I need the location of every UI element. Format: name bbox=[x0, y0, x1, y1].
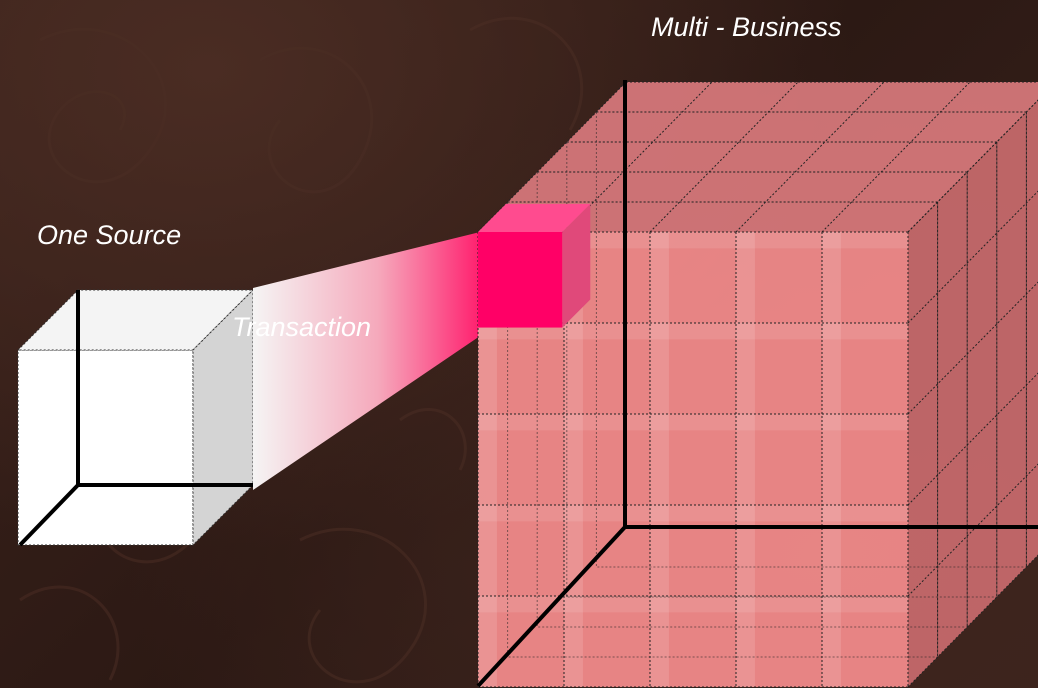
big-cube-cell-shade bbox=[736, 232, 755, 323]
big-cube-cell-shade bbox=[822, 414, 841, 505]
big-cube-cell-shade bbox=[736, 232, 822, 249]
big-cube-depth-layer bbox=[566, 141, 998, 598]
big-cube-grid-line bbox=[907, 190, 1038, 324]
one-source-label: One Source bbox=[37, 220, 182, 250]
big-cube-cell-shade bbox=[478, 505, 564, 522]
big-cube-cell-shade bbox=[822, 505, 908, 522]
big-cube-cell-shade bbox=[650, 232, 669, 323]
big-cube-cell-shade bbox=[564, 414, 650, 431]
big-cube-grid-line bbox=[907, 463, 1038, 597]
big-cube-cell-shade bbox=[650, 323, 669, 414]
big-cube-cell-shade bbox=[564, 323, 583, 414]
big-cube-side bbox=[908, 100, 1038, 687]
big-cube-depth-layer bbox=[595, 111, 1027, 568]
big-cube-grid-line bbox=[907, 372, 1038, 506]
big-cube-cell-shade bbox=[736, 323, 822, 340]
big-cube-cell-shade bbox=[564, 596, 650, 613]
multi-cube-icon bbox=[476, 80, 1038, 688]
big-cube-cell-shade bbox=[650, 232, 736, 249]
single-cube-icon bbox=[16, 288, 255, 547]
big-cube-cell-shade bbox=[478, 505, 497, 596]
big-cube-grid-line bbox=[735, 81, 885, 233]
big-cube-cell-shade bbox=[650, 414, 669, 505]
big-cube-cell-shade bbox=[564, 414, 583, 505]
big-cube-depth-layer bbox=[536, 171, 968, 628]
big-cube-cell-shade bbox=[822, 414, 908, 431]
big-cube-cell-shade bbox=[564, 505, 650, 522]
big-cube-cell-shade bbox=[564, 505, 583, 596]
big-cube-cell-shade bbox=[736, 596, 822, 613]
small-cube-axis-depth bbox=[18, 483, 80, 547]
big-cube-cell-shade bbox=[478, 596, 497, 687]
small-cube-front bbox=[17, 349, 194, 546]
highlight-cell-top bbox=[478, 204, 591, 232]
big-cube-cell-shade bbox=[736, 414, 755, 505]
big-cube-cell-shade bbox=[564, 596, 583, 687]
big-cube-top bbox=[478, 82, 1038, 232]
highlight-cell-side bbox=[562, 204, 591, 328]
multi-business-label: Multi - Business bbox=[651, 12, 842, 42]
transaction-beam bbox=[253, 232, 480, 490]
big-cube-cell-shade bbox=[736, 505, 822, 522]
big-cube-grid-line bbox=[907, 281, 1038, 415]
big-cube-cell-shade bbox=[650, 414, 736, 431]
big-cube-cell-shade bbox=[650, 596, 736, 613]
big-cube-cell-shade bbox=[822, 596, 908, 613]
big-cube-cell-shade bbox=[478, 414, 564, 431]
big-cube-cell-shade bbox=[822, 323, 908, 340]
big-cube-cell-shade bbox=[564, 323, 650, 340]
big-cube-cell-shade bbox=[822, 232, 841, 323]
big-cube-cell-shade bbox=[736, 596, 755, 687]
big-cube-depth-layer bbox=[507, 201, 939, 658]
big-cube-cell-shade bbox=[822, 323, 841, 414]
big-cube-cell-shade bbox=[478, 323, 497, 414]
big-cube-grid-line bbox=[821, 81, 971, 233]
big-cube-cell-shade bbox=[822, 596, 841, 687]
big-cube-grid-line bbox=[649, 81, 799, 233]
big-cube-cell-shade bbox=[822, 232, 908, 249]
big-cube-cell-shade bbox=[736, 414, 822, 431]
big-cube-grid-line bbox=[907, 554, 1038, 688]
small-cube-side bbox=[192, 288, 254, 547]
big-cube-cell-shade bbox=[650, 505, 736, 522]
big-cube-grid-line bbox=[477, 81, 627, 233]
big-cube-cell-shade bbox=[478, 414, 497, 505]
highlight-cell-front bbox=[478, 232, 563, 328]
big-cube-cell-shade bbox=[650, 323, 736, 340]
big-cube-grid-line bbox=[563, 81, 713, 233]
transaction-label: Transaction bbox=[232, 312, 372, 342]
big-cube-cell-shade bbox=[650, 596, 669, 687]
big-cube-axis-depth bbox=[476, 525, 627, 688]
big-cube-grid-line bbox=[907, 99, 1038, 233]
big-cube-cell-shade bbox=[478, 596, 564, 613]
big-cube-cell-shade bbox=[736, 323, 755, 414]
